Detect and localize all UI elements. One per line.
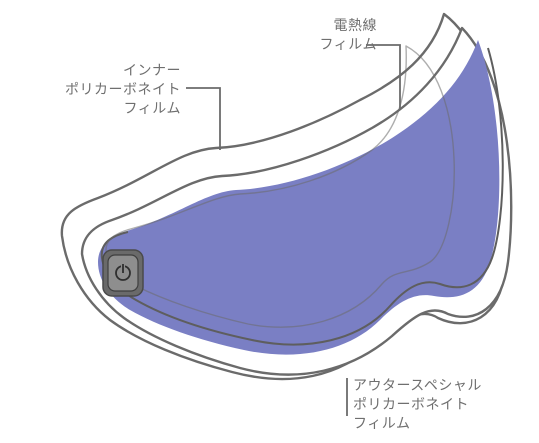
outer-film-label: アウタースペシャル ポリカーボネイト フィルム <box>353 377 482 434</box>
heating-wire-film <box>98 40 500 355</box>
inner-film-label: インナー ポリカーボネイト フィルム <box>65 62 181 119</box>
inner-film-label-line-2: ポリカーボネイト <box>65 82 181 98</box>
inner-film-label-line-1: インナー <box>123 63 181 79</box>
heating-film-label-line-1: 電熱線 <box>333 18 377 34</box>
heating-film-label: 電熱線 フィルム <box>320 17 377 55</box>
outer-film-label-line-2: ポリカーボネイト <box>353 397 469 413</box>
leader-line-inner <box>186 87 221 150</box>
inner-film-label-line-3: フィルム <box>123 101 181 117</box>
leader-line-film <box>366 44 401 110</box>
heating-film-label-line-2: フィルム <box>319 37 377 53</box>
power-button <box>102 249 144 297</box>
outer-film-label-line-1: アウタースペシャル <box>353 378 482 394</box>
outer-film-label-line-3: フィルム <box>353 416 411 432</box>
power-icon <box>115 264 131 281</box>
